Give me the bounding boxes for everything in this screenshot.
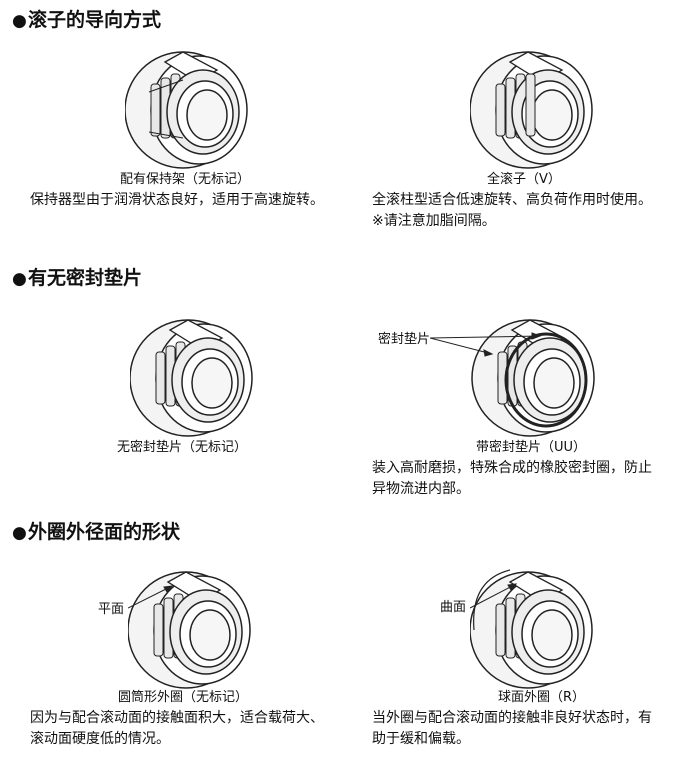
- bullet-icon: ●: [12, 523, 27, 543]
- desc-spherical-outer: 当外圈与配合滚动面的接触非良好状态时，有 助于缓和偏载。: [372, 710, 652, 747]
- caption-no-seal: 无密封垫片（无标记）: [117, 440, 248, 455]
- bearing-with-seal-image: [430, 319, 595, 437]
- caption-with-cage: 配有保持架（无标记）: [120, 172, 251, 187]
- desc-cylindrical-outer: 因为与配合滚动面的接触面积大，适合载荷大、 滚动面硬度低的情况。: [30, 710, 324, 747]
- desc-with-cage: 保持器型由于润滑状态良好，适用于高速旋转。: [30, 192, 324, 208]
- section-heading-guide: ●滚子的导向方式: [12, 9, 162, 31]
- bearing-no-seal-image: [130, 319, 253, 437]
- bullet-icon: ●: [12, 11, 27, 31]
- caption-cylindrical-outer: 圆筒形外圈（无标记）: [118, 690, 249, 705]
- label-curved: 曲面: [440, 600, 467, 615]
- caption-with-seal: 带密封垫片（UU）: [476, 440, 587, 455]
- bearing-full-roller-image: [470, 51, 593, 169]
- label-seal: 密封垫片: [378, 332, 431, 347]
- section-heading-seal: ●有无密封垫片: [12, 267, 143, 289]
- bearing-with-cage-image: [125, 51, 248, 169]
- bearing-cylindrical-outer-image: [128, 571, 251, 689]
- bearing-spherical-outer-image: [470, 569, 593, 689]
- label-flat: 平面: [98, 602, 125, 617]
- bullet-icon: ●: [12, 269, 27, 289]
- caption-full-roller: 全滚子（V）: [487, 172, 561, 187]
- desc-full-roller: 全滚柱型适合低速旋转、高负荷作用时使用。 ※请注意加脂间隔。: [372, 192, 652, 229]
- desc-with-seal: 装入高耐磨损，特殊合成的橡胶密封圈，防止 异物流进内部。: [372, 460, 652, 497]
- section-heading-outer-ring: ●外圈外径面的形状: [12, 521, 181, 543]
- caption-spherical-outer: 球面外圈（R）: [498, 690, 586, 705]
